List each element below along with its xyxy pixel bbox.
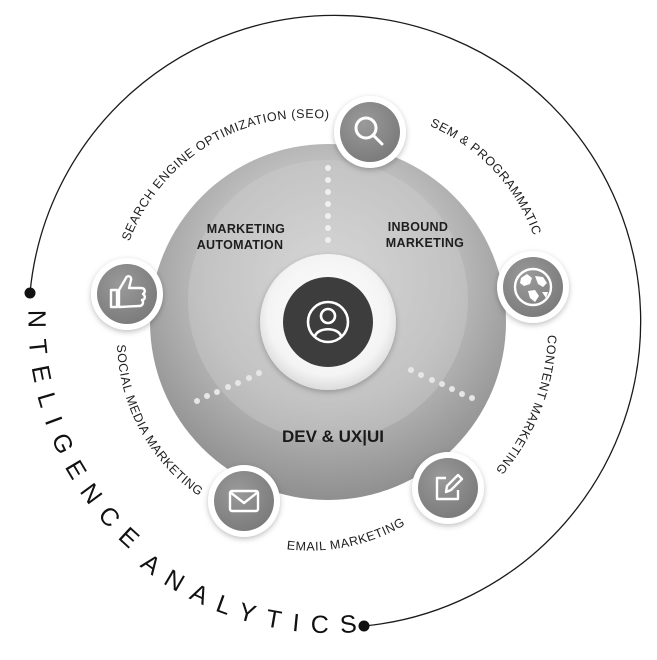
sector-label-inbound-marketing-1: INBOUND <box>388 220 448 234</box>
separator-right <box>408 367 475 401</box>
sector-label-inbound-marketing-2: MARKETING <box>386 236 464 250</box>
node-social[interactable] <box>91 258 163 330</box>
mail-icon <box>228 489 260 513</box>
globe-icon <box>513 267 553 307</box>
node-sem[interactable] <box>497 251 569 323</box>
separator-left <box>194 370 262 404</box>
separator-top <box>325 165 331 243</box>
search-icon <box>354 116 384 146</box>
sector-label-marketing-automation-1: MARKETING <box>207 222 285 236</box>
center-title: DEV & UX|UI <box>282 427 384 446</box>
node-seo[interactable] <box>334 96 406 168</box>
outer-arc-end-dot <box>358 620 370 632</box>
sector-label-marketing-automation-2: AUTOMATION <box>197 238 284 252</box>
edit-icon <box>435 473 464 501</box>
user-icon <box>306 300 350 344</box>
outer-arc-start-dot <box>24 287 36 299</box>
outer-label-analytics: ANALYTICS <box>136 548 370 639</box>
node-email[interactable] <box>208 465 280 537</box>
label-email: EMAIL MARKETING <box>286 515 407 554</box>
outer-arc-line <box>29 14 642 627</box>
node-content[interactable] <box>412 452 484 524</box>
thumbs-up-icon <box>109 275 146 309</box>
